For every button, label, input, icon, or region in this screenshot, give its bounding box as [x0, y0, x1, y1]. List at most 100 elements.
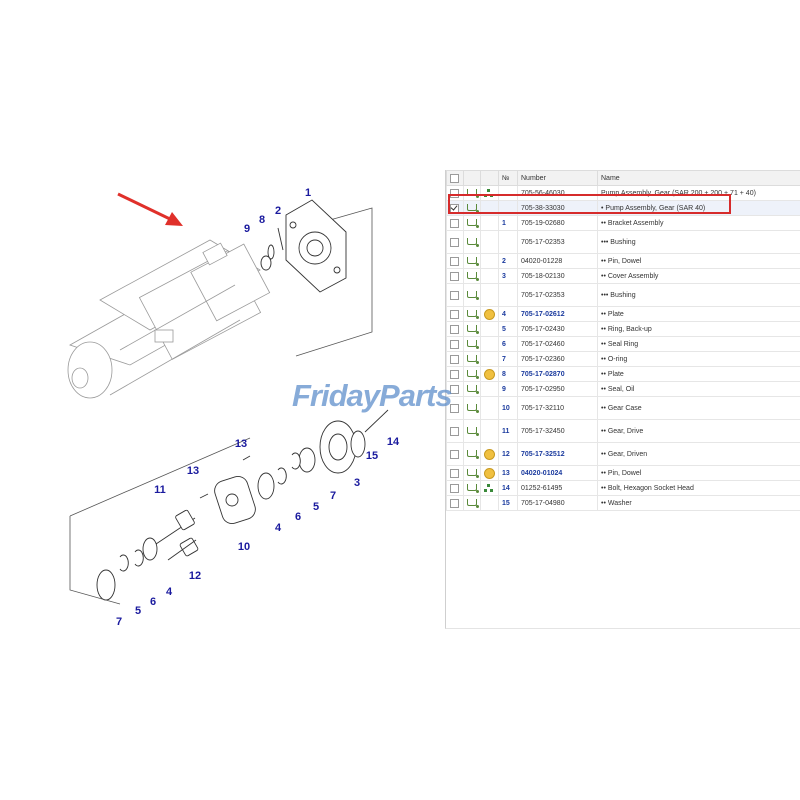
row-checkbox-cell[interactable]	[446, 419, 464, 443]
cart-icon[interactable]	[467, 238, 479, 248]
select-all-header[interactable]	[446, 170, 464, 186]
row-cart-cell[interactable]	[463, 306, 481, 322]
row-info-cell[interactable]	[480, 253, 499, 269]
row-info-cell[interactable]	[480, 321, 499, 337]
checkbox-icon[interactable]	[450, 324, 459, 334]
cart-icon[interactable]	[467, 310, 479, 320]
row-checkbox-cell[interactable]	[446, 465, 464, 481]
row-cart-cell[interactable]	[463, 396, 481, 420]
row-info-cell[interactable]	[480, 306, 499, 322]
row-cart-cell[interactable]	[463, 336, 481, 352]
checkbox-icon[interactable]	[450, 256, 459, 266]
row-checkbox-cell[interactable]	[446, 366, 464, 382]
row-cart-cell[interactable]	[463, 465, 481, 481]
cart-icon[interactable]	[467, 370, 479, 380]
cart-icon[interactable]	[467, 291, 479, 301]
checkbox-icon[interactable]	[450, 498, 459, 508]
row-checkbox-cell[interactable]	[446, 268, 464, 284]
row-checkbox-cell[interactable]	[446, 215, 464, 231]
tree-icon[interactable]	[484, 484, 493, 492]
row-cart-cell[interactable]	[463, 495, 481, 511]
cart-icon[interactable]	[467, 450, 479, 460]
row-checkbox-cell[interactable]	[446, 442, 464, 466]
checkbox-icon[interactable]	[450, 483, 459, 493]
row-cart-cell[interactable]	[463, 215, 481, 231]
row-cart-cell[interactable]	[463, 283, 481, 307]
row-info-cell[interactable]	[480, 419, 499, 443]
row-info-cell[interactable]	[480, 230, 499, 254]
row-checkbox-cell[interactable]	[446, 495, 464, 511]
checkbox-icon[interactable]	[450, 449, 459, 459]
position-header[interactable]: №	[498, 170, 518, 186]
number-header[interactable]: Number	[517, 170, 598, 186]
cart-icon[interactable]	[467, 499, 479, 509]
row-info-cell[interactable]	[480, 215, 499, 231]
row-checkbox-cell[interactable]	[446, 336, 464, 352]
row-part-number[interactable]: 04020-01024	[517, 465, 598, 481]
row-checkbox-cell[interactable]	[446, 230, 464, 254]
row-checkbox-cell[interactable]	[446, 351, 464, 367]
name-header[interactable]: Name	[597, 170, 800, 186]
row-info-cell[interactable]	[480, 396, 499, 420]
table-row[interactable]: 705-38-33030• Pump Assembly, Gear (SAR 4…	[446, 200, 800, 216]
checkbox-icon[interactable]	[450, 403, 459, 413]
cart-icon[interactable]	[467, 385, 479, 395]
checkbox-icon[interactable]	[450, 426, 459, 436]
cart-icon[interactable]	[467, 404, 479, 414]
info-icon[interactable]	[484, 308, 495, 320]
row-checkbox-cell[interactable]	[446, 306, 464, 322]
row-cart-cell[interactable]	[463, 381, 481, 397]
row-info-cell[interactable]	[480, 381, 499, 397]
row-checkbox-cell[interactable]	[446, 480, 464, 496]
cart-icon[interactable]	[467, 257, 479, 267]
checkbox-icon[interactable]	[450, 237, 459, 247]
checkbox-icon[interactable]	[450, 369, 459, 379]
row-info-cell[interactable]	[480, 366, 499, 382]
checkbox-icon[interactable]	[450, 290, 459, 300]
row-part-number[interactable]: 705-17-32512	[517, 442, 598, 466]
row-checkbox-cell[interactable]	[446, 321, 464, 337]
row-cart-cell[interactable]	[463, 480, 481, 496]
table-row[interactable]: 705-17-02353••• Bushing	[446, 230, 800, 254]
info-icon[interactable]	[484, 467, 495, 479]
info-icon[interactable]	[484, 368, 495, 380]
table-row[interactable]: 705-17-02353••• Bushing	[446, 283, 800, 307]
cart-icon[interactable]	[467, 340, 479, 350]
checkbox-icon[interactable]	[450, 271, 459, 281]
row-cart-cell[interactable]	[463, 419, 481, 443]
row-cart-cell[interactable]	[463, 268, 481, 284]
cart-icon[interactable]	[467, 325, 479, 335]
row-info-cell[interactable]	[480, 465, 499, 481]
row-cart-cell[interactable]	[463, 253, 481, 269]
cart-icon[interactable]	[467, 469, 479, 479]
row-info-cell[interactable]	[480, 495, 499, 511]
row-info-cell[interactable]	[480, 351, 499, 367]
cart-icon[interactable]	[467, 272, 479, 282]
cart-icon[interactable]	[467, 204, 479, 214]
row-info-cell[interactable]	[480, 268, 499, 284]
row-part-number[interactable]: 705-17-02870	[517, 366, 598, 382]
row-cart-cell[interactable]	[463, 366, 481, 382]
checkbox-icon[interactable]	[450, 339, 459, 349]
row-info-cell[interactable]	[480, 283, 499, 307]
checkbox-icon[interactable]	[450, 309, 459, 319]
row-part-number[interactable]: 705-17-02612	[517, 306, 598, 322]
cart-icon[interactable]	[467, 355, 479, 365]
checkbox-icon[interactable]	[450, 188, 459, 198]
row-info-cell[interactable]	[480, 480, 499, 496]
